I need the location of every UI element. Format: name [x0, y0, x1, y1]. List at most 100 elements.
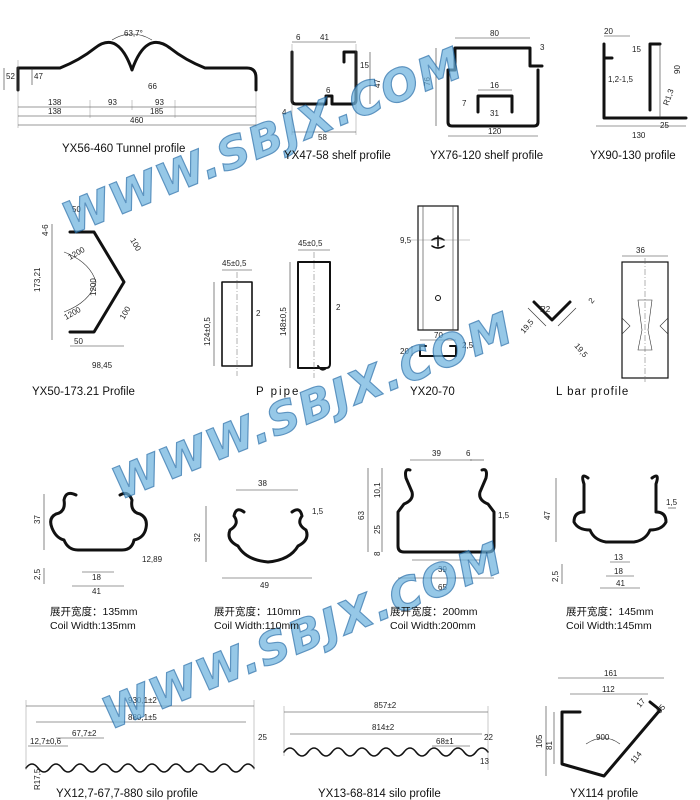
yx90-dim-130: 130 — [632, 131, 646, 140]
p200-dim-25: 25 — [373, 525, 382, 534]
l-bar-width: 36 — [636, 246, 645, 255]
yx114-dim-114: 114 — [629, 749, 644, 765]
yx50-dim-100a: 100 — [128, 237, 143, 254]
p110-dim-32: 32 — [193, 533, 202, 542]
yx127-dim-25: 25 — [258, 733, 267, 742]
yx20-dim-9: 9,5 — [400, 236, 412, 245]
yx13-dim-68: 68±1 — [436, 737, 454, 746]
yx50-dim-1200a: 1200 — [67, 245, 87, 262]
yx76-profile-shape — [446, 46, 544, 128]
yx76-dim-3: 3 — [540, 43, 545, 52]
tunnel-dim-93b: 93 — [155, 98, 164, 107]
coil-width-145-cn: 展开宽度：145mm — [566, 606, 654, 618]
yx90-dim-15: 15 — [632, 45, 641, 54]
profile-200-drawing: 39 6 10,1 63 25 1,5 8 39 65 — [357, 449, 510, 592]
p145-dim-1: 1,5 — [666, 498, 678, 507]
coil-width-200-cn: 展开宽度：200mm — [390, 606, 478, 618]
yx20-flat-view — [417, 205, 459, 331]
p135-dim-18: 18 — [92, 573, 101, 582]
caption-yx20: YX20-70 — [410, 386, 455, 398]
yx127-silo-profile-drawing: 930,1±2 880,1±5 67,7±2 25 12,7±0,6 R17,5 — [25, 696, 267, 790]
p-pipe-large-width: 45±0,5 — [298, 239, 323, 248]
yx47-dim-4: 4 — [282, 108, 287, 117]
caption-yx13-silo: YX13-68-814 silo profile — [318, 788, 441, 800]
yx13-dim-22: 22 — [484, 733, 493, 742]
yx50-profile-drawing: 50 4-6 100 1200 173,21 1200 1200 100 50 … — [33, 205, 143, 370]
yx76-dim-80: 80 — [490, 29, 499, 38]
yx90-dim-thickness: 1,2-1,5 — [608, 75, 633, 84]
yx13-dim-814: 814±2 — [372, 723, 395, 732]
caption-p-pipe: P pipe — [256, 386, 301, 398]
yx127-dim-12: 12,7±0,6 — [30, 737, 62, 746]
yx127-dim-67: 67,7±2 — [72, 729, 97, 738]
yx50-dim-1200c: 1200 — [63, 305, 83, 322]
p145-dim-47: 47 — [543, 511, 552, 520]
yx20-dim-20: 20 — [400, 347, 409, 356]
coil-width-135: 展开宽度：135mm Coil Width:135mm — [50, 605, 138, 633]
yx50-dim-100b: 100 — [118, 304, 133, 321]
coil-width-200: 展开宽度：200mm Coil Width:200mm — [390, 605, 478, 633]
yx114-profile-drawing: 161 112 17 35 105 81 900 114 — [535, 669, 668, 778]
tunnel-profile-shape — [16, 41, 258, 92]
yx114-dim-angle: 900 — [596, 733, 610, 742]
p145-dim-18: 18 — [614, 567, 623, 576]
caption-yx47: YX47-58 shelf profile — [284, 150, 391, 162]
yx47-dim-41: 41 — [320, 33, 329, 42]
p145-dim-13: 13 — [614, 553, 623, 562]
yx13-dim-857: 857±2 — [374, 701, 397, 710]
p200-dim-65: 65 — [438, 583, 447, 592]
yx90-profile-shape — [602, 42, 688, 120]
p-pipe-large-thickness: 2 — [336, 303, 341, 312]
coil-width-110-cn: 展开宽度：110mm — [214, 606, 301, 618]
yx47-profile-drawing: 6 41 15 47 6 4 58 — [282, 33, 382, 142]
yx76-dim-120: 120 — [488, 127, 502, 136]
p200-dim-6: 6 — [466, 449, 471, 458]
yx50-dim-98: 98,45 — [92, 361, 113, 370]
p-pipe-drawing: 45±0,5 124±0,5 2 45±0,5 148±0,5 2 — [203, 239, 341, 378]
yx50-dim-50a: 50 — [72, 205, 81, 214]
l-bar-section-shape — [532, 300, 572, 322]
caption-l-bar: L bar profile — [556, 386, 630, 398]
p200-dim-8: 8 — [373, 551, 382, 556]
yx47-dim-15: 15 — [360, 61, 369, 70]
yx90-dim-25: 25 — [660, 121, 669, 130]
p200-dim-39a: 39 — [432, 449, 441, 458]
l-bar-leg-b: 19,5 — [572, 342, 589, 360]
yx127-dim-880: 880,1±5 — [128, 713, 157, 722]
yx50-dim-1200b: 1200 — [89, 278, 98, 296]
yx13-dim-13: 13 — [480, 757, 489, 766]
caption-yx50: YX50-173.21 Profile — [32, 386, 135, 398]
yx20-section-shape — [419, 345, 457, 357]
profile-110-drawing: 38 1,5 32 49 — [193, 479, 324, 590]
p-pipe-small-thickness: 2 — [256, 309, 261, 318]
yx90-profile-drawing: 20 15 90 1,2-1,5 R1,3 25 130 — [596, 27, 688, 140]
p110-dim-49: 49 — [260, 581, 269, 590]
coil-width-135-cn: 展开宽度：135mm — [50, 606, 138, 618]
yx114-dim-81: 81 — [545, 741, 554, 750]
coil-width-200-en: Coil Width:200mm — [390, 620, 476, 632]
p135-dim-41: 41 — [92, 587, 101, 596]
yx50-profile-shape — [68, 230, 126, 334]
l-bar-profile-drawing: R2 2 19,5 19,5 36 — [519, 246, 669, 382]
p-pipe-large-shape — [297, 261, 331, 371]
yx47-dim-6b: 6 — [326, 86, 331, 95]
p145-dim-2: 2,5 — [551, 570, 560, 582]
caption-tunnel-profile: YX56-460 Tunnel profile — [62, 143, 186, 155]
p135-dim-37: 37 — [33, 515, 42, 524]
yx90-dim-radius: R1,3 — [661, 87, 675, 106]
yx127-dim-radius: R17,5 — [33, 768, 42, 790]
profile-200-shape — [396, 468, 496, 554]
yx76-dim-31: 31 — [490, 109, 499, 118]
yx20-dim-70: 70 — [434, 331, 443, 340]
yx90-dim-90: 90 — [673, 65, 682, 74]
coil-width-135-en: Coil Width:135mm — [50, 620, 136, 632]
p-pipe-small-width: 45±0,5 — [222, 259, 247, 268]
l-bar-thickness: 2 — [587, 296, 597, 306]
p200-dim-39b: 39 — [438, 565, 447, 574]
yx50-dim-4-6: 4-6 — [41, 224, 50, 236]
l-bar-leg-a: 19,5 — [519, 317, 536, 335]
yx50-dim-173: 173,21 — [33, 267, 42, 292]
yx47-dim-47: 47 — [373, 79, 382, 88]
p135-dim-12: 12,89 — [142, 555, 163, 564]
yx50-dim-50b: 50 — [74, 337, 83, 346]
